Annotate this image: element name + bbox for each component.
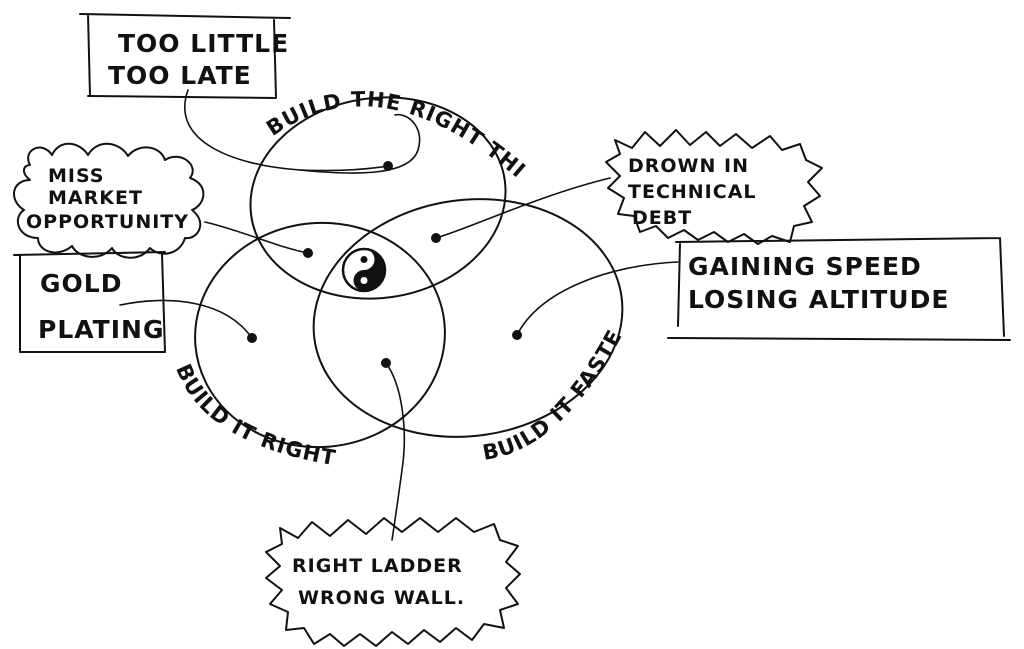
connector-too-little — [184, 89, 421, 174]
drown-line1: DROWN IN — [628, 155, 749, 177]
callout-miss-market-opportunity: MISS MARKET OPPORTUNITY — [13, 142, 205, 259]
miss-line2: MARKET — [48, 187, 143, 209]
circle-build-it-faster — [312, 198, 624, 438]
circle-build-it-right — [194, 221, 446, 449]
ladder-line1: RIGHT LADDER — [292, 555, 463, 577]
callout-gold-plating: GOLD PLATING — [13, 251, 166, 353]
gold-line2: PLATING — [38, 315, 164, 344]
label-build-right-thing: BUILD THE RIGHT THING — [0, 0, 530, 183]
connector-gaining-speed — [516, 261, 679, 336]
ladder-line2: WRONG WALL. — [298, 587, 465, 609]
too-little-line1: TOO LITTLE — [118, 29, 289, 58]
drown-line2: TECHNICAL — [628, 181, 757, 203]
connector-technical-debt — [435, 177, 611, 239]
miss-line3: OPPORTUNITY — [26, 211, 189, 233]
label-build-it-right: BUILD IT RIGHT — [171, 360, 338, 470]
gaining-line1: GAINING SPEED — [688, 252, 922, 281]
connector-miss-market — [204, 221, 309, 254]
miss-line1: MISS — [48, 165, 105, 187]
yin-yang-icon — [341, 247, 387, 293]
callout-right-ladder-wrong-wall: RIGHT LADDER WRONG WALL. — [265, 517, 521, 647]
connector-wrong-wall — [385, 362, 406, 541]
callout-gaining-speed-losing-altitude: GAINING SPEED LOSING ALTITUDE — [667, 237, 1011, 341]
connector-too-little-end — [299, 165, 389, 172]
callout-too-little-too-late: TOO LITTLE TOO LATE — [79, 13, 291, 99]
gaining-line2: LOSING ALTITUDE — [688, 285, 949, 314]
drown-line3: DEBT — [632, 207, 692, 229]
gold-line1: GOLD — [40, 269, 122, 298]
circle-build-right-thing — [249, 96, 507, 300]
too-little-line2: TOO LATE — [108, 61, 252, 90]
callout-drown-in-technical-debt: DROWN IN TECHNICAL DEBT — [605, 129, 823, 245]
connector-gold-plating — [119, 299, 253, 339]
